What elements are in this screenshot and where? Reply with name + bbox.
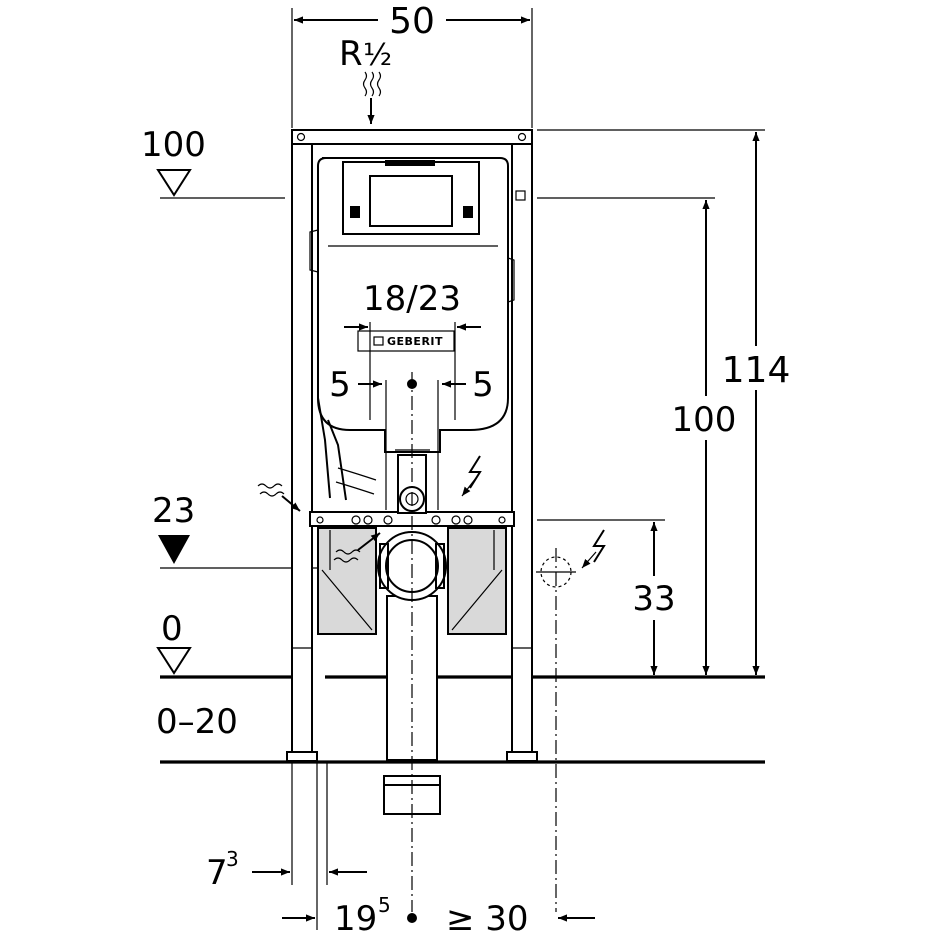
svg-text:18/23: 18/23: [363, 279, 461, 319]
dimension-centre-offset: 19 5: [282, 762, 417, 935]
svg-text:19: 19: [334, 899, 377, 935]
level-marker-23: 23: [152, 491, 195, 564]
dimension-height-114: 114: [720, 132, 792, 675]
supply-thread-label: R ½: [339, 34, 392, 74]
label-floor-range: 0–20: [156, 702, 238, 742]
electric-connection-icon: [461, 455, 606, 569]
dimension-height-33: 33: [626, 522, 682, 675]
power-socket: [536, 548, 576, 912]
brand-logo: GEBERIT: [357, 330, 455, 352]
water-supply-icon: [362, 71, 382, 124]
concealed-cistern: [309, 157, 515, 501]
label-top-width: 50: [389, 1, 435, 42]
dimension-min-clearance: ≥ 30: [446, 899, 595, 935]
dimension-offsets: 5 5: [329, 365, 494, 510]
svg-text:½: ½: [363, 38, 392, 73]
dimension-top-width: 50: [291, 1, 533, 128]
svg-text:≥ 30: ≥ 30: [446, 899, 529, 935]
svg-text:100: 100: [672, 400, 737, 440]
centre-mark: [407, 379, 417, 389]
dimension-height-100: 100: [668, 200, 744, 675]
dimension-leg-offset: 7 3: [206, 762, 367, 893]
svg-text:GEBERIT: GEBERIT: [387, 335, 443, 348]
svg-text:33: 33: [632, 579, 675, 619]
water-inlet-icon: [257, 483, 301, 512]
svg-text:R: R: [339, 34, 363, 74]
svg-text:7: 7: [206, 853, 228, 893]
svg-text:5: 5: [329, 365, 351, 405]
fixing-bolts: [316, 515, 506, 525]
installation-frame: [286, 129, 538, 762]
svg-text:23: 23: [152, 491, 195, 531]
level-marker-0: 0: [156, 609, 192, 675]
level-marker-100: 100: [141, 125, 206, 197]
svg-text:114: 114: [722, 350, 791, 391]
svg-text:0: 0: [161, 609, 183, 649]
svg-text:100: 100: [141, 125, 206, 165]
wc-bracket: [317, 527, 507, 635]
svg-text:5: 5: [378, 893, 391, 917]
dimension-plate-width: 18/23: [344, 279, 481, 420]
svg-text:3: 3: [226, 847, 239, 871]
svg-text:5: 5: [472, 365, 494, 405]
drain-flow-icon: [333, 532, 381, 563]
